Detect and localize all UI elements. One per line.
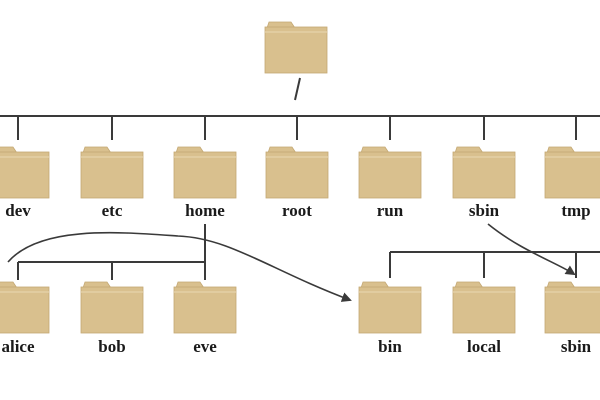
folder-icon xyxy=(264,21,328,74)
folder-label-bin: bin xyxy=(378,337,402,356)
folder-icon xyxy=(173,281,237,334)
folder-label-etc: etc xyxy=(102,201,123,220)
folder-home[interactable]: home xyxy=(173,146,237,220)
folder-icon xyxy=(358,146,422,199)
folder-tmp[interactable]: tmp xyxy=(544,146,600,220)
folder-icon xyxy=(544,146,600,199)
folder-icon xyxy=(80,281,144,334)
folder-sbin[interactable]: sbin xyxy=(452,146,516,220)
folder-root[interactable]: root xyxy=(265,146,329,220)
folder-icon xyxy=(265,146,329,199)
folder-sbin2[interactable]: sbin xyxy=(544,281,600,356)
folder-label-bob: bob xyxy=(98,337,125,356)
folder-bin[interactable]: bin xyxy=(358,281,422,356)
folder-label-sbin2: sbin xyxy=(561,337,592,356)
folder-dev[interactable]: dev xyxy=(0,146,50,220)
folder-root-dir[interactable] xyxy=(264,21,328,74)
arrow-sbin-to-sbin xyxy=(487,223,576,276)
folder-label-run: run xyxy=(377,201,404,220)
root-connector xyxy=(294,77,301,101)
folders: /devetchomerootrunsbintmpalicebobevebinl… xyxy=(0,21,600,356)
folder-eve[interactable]: eve xyxy=(173,281,237,356)
folder-icon xyxy=(452,281,516,334)
symlink-arrows xyxy=(7,223,576,302)
folder-icon xyxy=(0,146,50,199)
folder-bob[interactable]: bob xyxy=(80,281,144,356)
folder-label-local: local xyxy=(467,337,501,356)
folder-label-alice: alice xyxy=(1,337,34,356)
folder-icon xyxy=(452,146,516,199)
folder-etc[interactable]: etc xyxy=(80,146,144,220)
folder-icon xyxy=(80,146,144,199)
folder-label-eve: eve xyxy=(193,337,217,356)
folder-run[interactable]: run xyxy=(358,146,422,220)
folder-label-sbin: sbin xyxy=(469,201,500,220)
folder-label-dev: dev xyxy=(5,201,31,220)
folder-icon xyxy=(544,281,600,334)
arrow-home-to-bin xyxy=(7,231,352,302)
folder-icon xyxy=(173,146,237,199)
folder-label-root: root xyxy=(282,201,312,220)
folder-alice[interactable]: alice xyxy=(0,281,50,356)
folder-icon xyxy=(0,281,50,334)
folder-icon xyxy=(358,281,422,334)
tree-connectors xyxy=(0,77,600,280)
folder-local[interactable]: local xyxy=(452,281,516,356)
folder-label-home: home xyxy=(185,201,225,220)
folder-label-tmp: tmp xyxy=(561,201,590,220)
